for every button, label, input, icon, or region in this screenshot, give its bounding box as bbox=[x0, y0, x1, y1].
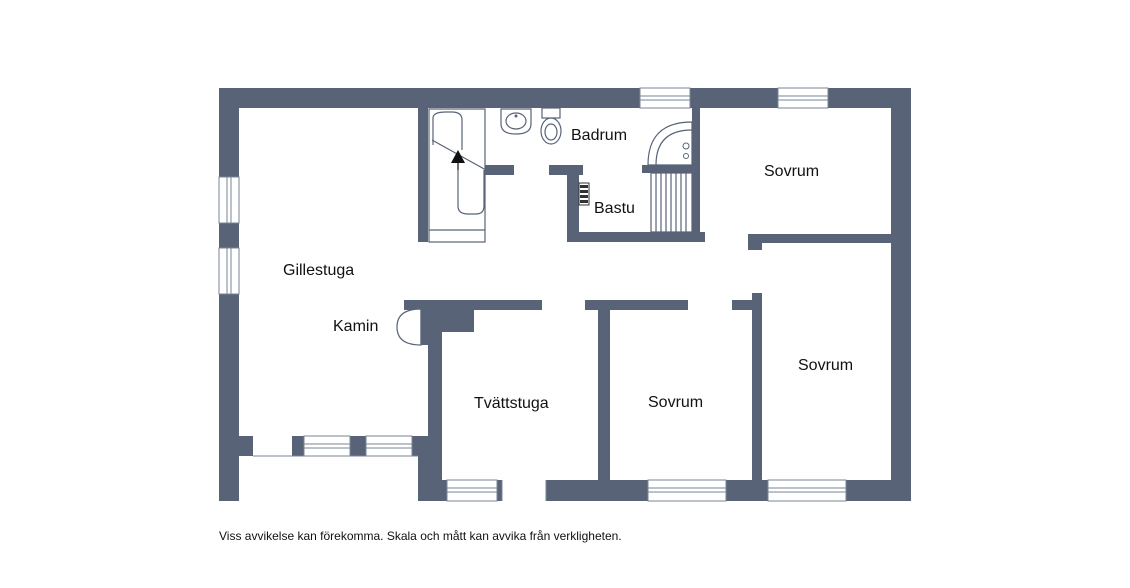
interior-walls bbox=[404, 108, 891, 501]
wall-right bbox=[891, 88, 911, 501]
door-opening-bottom bbox=[502, 480, 546, 501]
wall-bath-stub-2 bbox=[549, 165, 583, 175]
wall-top bbox=[219, 88, 911, 108]
door-opening-left bbox=[253, 436, 292, 456]
toilet-icon bbox=[540, 107, 562, 145]
window-left-2 bbox=[218, 247, 240, 295]
wall-tvatt-sovrum bbox=[598, 300, 610, 480]
window-bottom-4 bbox=[647, 479, 727, 502]
window-bottom-2 bbox=[365, 435, 413, 457]
room-label-sovrum-middle: Sovrum bbox=[648, 394, 703, 411]
shower-icon bbox=[647, 121, 693, 166]
window-top-1 bbox=[639, 87, 691, 109]
wall-sovrum-top-stub bbox=[748, 234, 762, 250]
entry-arrow-icon bbox=[451, 150, 465, 163]
wall-bath-stub-1 bbox=[484, 165, 514, 175]
sink-icon bbox=[500, 108, 532, 135]
wall-mid-2 bbox=[585, 300, 688, 310]
wall-bath-left bbox=[418, 108, 428, 242]
sauna-bench-icon bbox=[650, 172, 693, 233]
wall-sovrum-top-left bbox=[692, 108, 700, 242]
room-label-bastu: Bastu bbox=[594, 200, 635, 217]
windows bbox=[218, 87, 847, 502]
room-label-gillestuga: Gillestuga bbox=[283, 262, 354, 279]
room-label-badrum: Badrum bbox=[571, 127, 627, 144]
window-top-2 bbox=[777, 87, 829, 109]
room-label-sovrum-top: Sovrum bbox=[764, 163, 819, 180]
wall-bottom-left bbox=[219, 436, 253, 456]
wall-kamin-block bbox=[428, 300, 474, 480]
room-label-sovrum-right: Sovrum bbox=[798, 357, 853, 374]
window-left-1 bbox=[218, 176, 240, 224]
window-bottom-1 bbox=[303, 435, 351, 457]
wall-sauna-bottom bbox=[567, 232, 705, 242]
disclaimer-text: Viss avvikelse kan förekomma. Skala och … bbox=[219, 529, 622, 543]
fireplace-icon bbox=[396, 308, 428, 346]
wall-sauna-left bbox=[567, 165, 579, 242]
wall-mid-3 bbox=[732, 300, 754, 310]
window-bottom-5 bbox=[767, 479, 847, 502]
fixtures bbox=[396, 107, 693, 346]
window-bottom-3 bbox=[446, 479, 498, 502]
sauna-stove-icon bbox=[578, 182, 590, 206]
wall-shower-bottom bbox=[642, 165, 692, 173]
room-label-tvattstuga: Tvättstuga bbox=[474, 395, 549, 412]
bathtub-icon bbox=[428, 108, 487, 243]
room-label-kamin: Kamin bbox=[333, 318, 378, 335]
wall-bottom-mid bbox=[726, 480, 766, 501]
room-labels: Badrum Bastu Sovrum Gillestuga Kamin Tvä… bbox=[283, 127, 853, 412]
wall-sovrum-top-bottom bbox=[748, 234, 891, 243]
wall-sovrum-sovrum bbox=[752, 293, 762, 480]
